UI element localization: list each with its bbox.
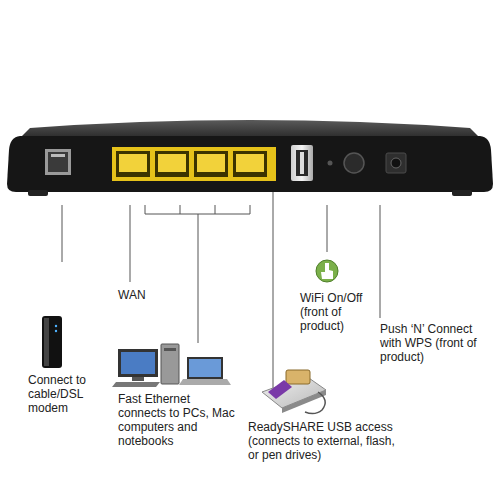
dsl-port (45, 149, 71, 175)
callout-label: Fast Ethernet connects to PCs, Mac compu… (118, 392, 240, 448)
ethernet-tab (243, 172, 257, 177)
tower-icon (161, 344, 179, 384)
ethernet-port (194, 151, 228, 177)
ethernet-port (116, 151, 150, 177)
photo-icon (286, 370, 310, 384)
router-back-panel (7, 136, 493, 192)
modem-light (55, 325, 57, 327)
power-button (344, 153, 364, 173)
laptop-icon (187, 357, 223, 379)
callout-label: Push ‘N’ Connect with WPS (front of prod… (380, 322, 496, 364)
callout-label: WiFi On/Off (front of product) (300, 291, 378, 333)
keyboard-icon (112, 382, 160, 387)
ethernet-port (155, 151, 189, 177)
finger-icon (321, 263, 333, 279)
power-jack-hole (391, 158, 401, 168)
router-foot (28, 190, 48, 196)
usb-cable (305, 392, 325, 414)
ethernet-tab (165, 172, 179, 177)
reset-hole (328, 161, 333, 166)
ethernet-tab (204, 172, 218, 177)
monitor-screen (121, 352, 155, 374)
ethernet-port-inner (158, 154, 186, 172)
monitor-stand (132, 377, 144, 381)
leader-line (198, 214, 199, 343)
laptop-base (179, 379, 231, 385)
leader-line (62, 205, 63, 262)
ethernet-tab (126, 172, 140, 177)
callout-label: WAN (118, 288, 158, 302)
dsl-port-pins (51, 154, 65, 157)
dsl-port-hole (48, 152, 68, 172)
tower-drive (164, 348, 176, 351)
monitor-icon (118, 349, 158, 377)
ethernet-port (233, 151, 267, 177)
leader-line (380, 205, 381, 318)
flash-drive-icon (268, 380, 292, 399)
bracket (145, 205, 250, 214)
ethernet-port-inner (236, 154, 264, 172)
ethernet-port-inner (119, 154, 147, 172)
ethernet-port-inner (197, 154, 225, 172)
power-jack (386, 153, 406, 173)
hard-drive-edge (282, 390, 326, 413)
modem-side (44, 318, 49, 366)
leader-lines (62, 192, 380, 395)
usb-port-hole (296, 150, 308, 176)
leader-line (273, 192, 274, 395)
callout-label: ReadySHARE USB access (connects to exter… (248, 420, 398, 462)
router-top (20, 120, 480, 138)
leader-line (327, 205, 328, 252)
ethernet-block (112, 147, 276, 181)
usb-port (291, 145, 313, 181)
router-foot (452, 190, 472, 196)
laptop-screen (189, 359, 221, 377)
modem-icon (42, 316, 62, 368)
callout-label: Connect to cable/DSL modem (28, 373, 100, 415)
usb-port-tongue (300, 152, 304, 174)
leader-line (130, 205, 131, 282)
wifi-button-icon (316, 260, 338, 282)
modem-light (55, 330, 57, 332)
